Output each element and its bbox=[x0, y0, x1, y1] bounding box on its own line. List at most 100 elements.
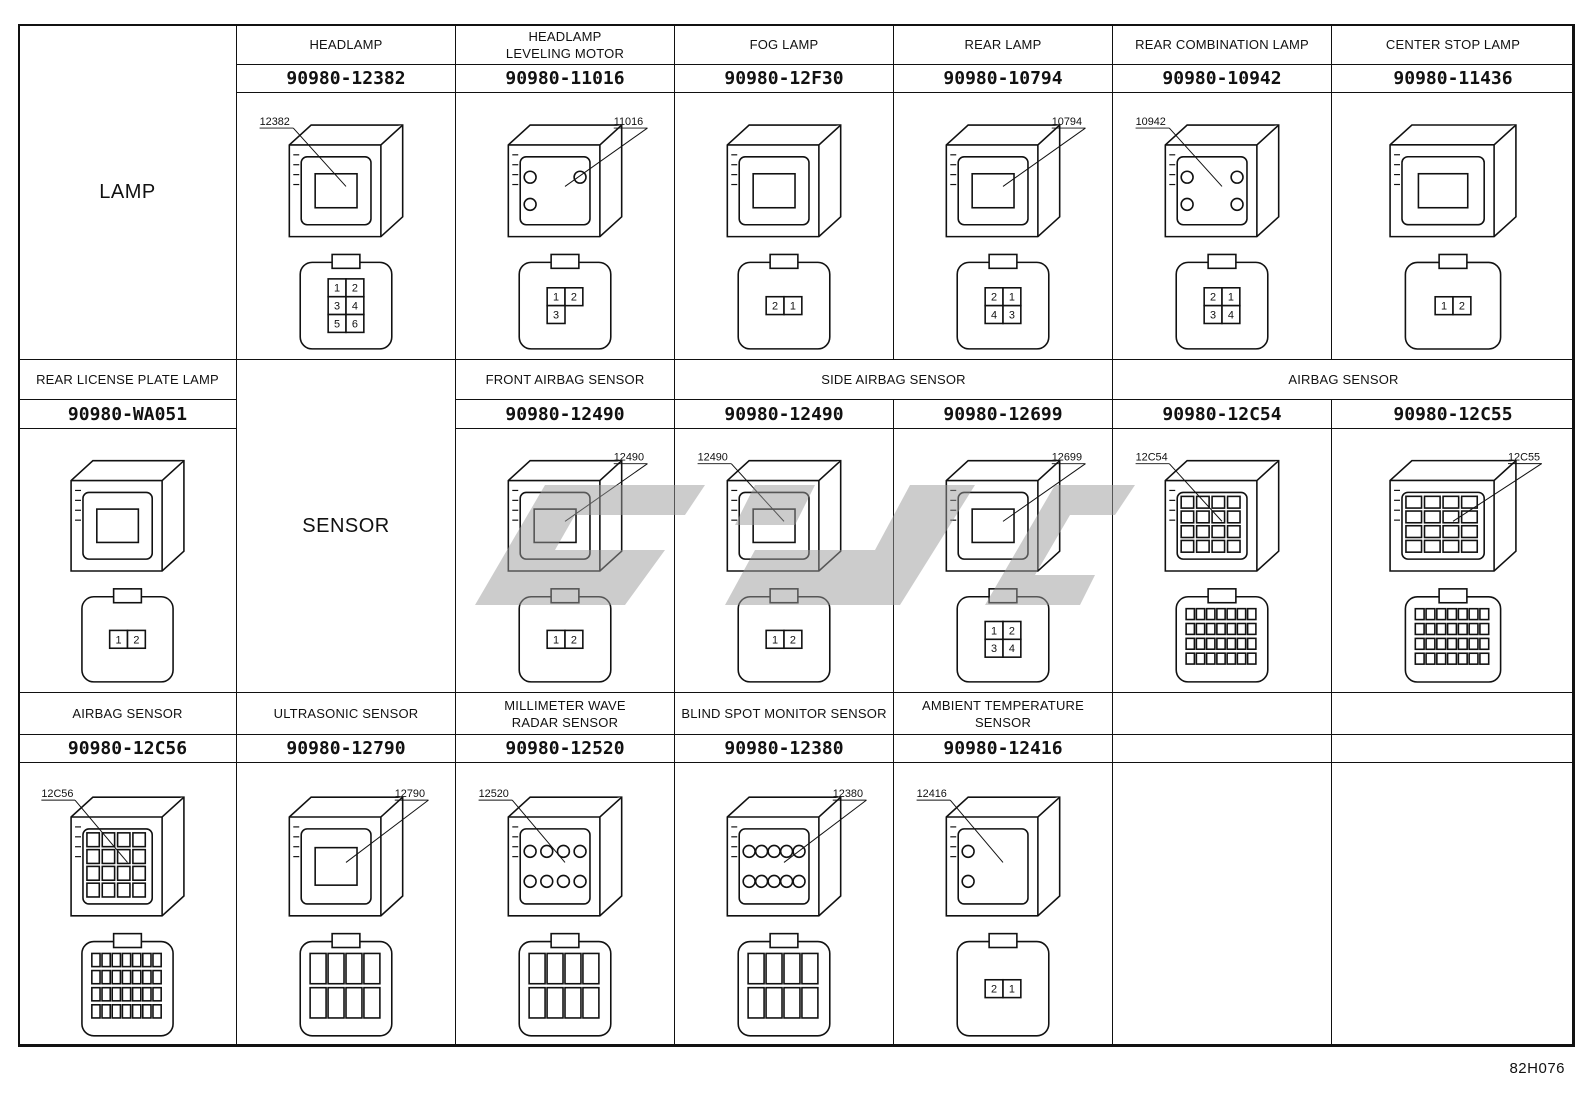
empty-cell bbox=[1112, 692, 1332, 735]
connector-illustration: 12C56 bbox=[18, 762, 237, 1047]
svg-text:12382: 12382 bbox=[260, 116, 290, 128]
part-number: 90980-12380 bbox=[674, 734, 894, 763]
connector-title: MILLIMETER WAVE RADAR SENSOR bbox=[455, 692, 675, 735]
pin-number: 1 bbox=[1228, 292, 1234, 304]
pin-number: 2 bbox=[790, 634, 796, 646]
connector-body-sketch bbox=[1389, 124, 1517, 238]
connector-body-sketch bbox=[70, 459, 185, 572]
part-number: 90980-WA051 bbox=[18, 399, 237, 429]
connector-title: AIRBAG SENSOR bbox=[18, 692, 237, 735]
terminal-face-view bbox=[299, 932, 393, 1037]
part-callout: 11016 bbox=[564, 116, 648, 187]
connector-title: HEADLAMP LEVELING MOTOR bbox=[455, 24, 675, 65]
part-number: 90980-12520 bbox=[455, 734, 675, 763]
part-callout: 12C54 bbox=[1135, 452, 1223, 522]
part-callout: 12380 bbox=[783, 788, 867, 863]
svg-text:12699: 12699 bbox=[1052, 452, 1082, 464]
svg-text:12416: 12416 bbox=[917, 788, 947, 800]
part-callout: 12416 bbox=[917, 788, 1004, 863]
terminal-face-view bbox=[1175, 588, 1269, 683]
connector-body-sketch bbox=[507, 796, 623, 917]
part-number: 90980-11436 bbox=[1331, 64, 1575, 93]
part-number: 90980-12490 bbox=[455, 399, 675, 429]
svg-text:12C54: 12C54 bbox=[1136, 452, 1168, 464]
pin-number: 1 bbox=[1009, 292, 1015, 304]
pin-number: 1 bbox=[334, 283, 340, 295]
connector-title: BLIND SPOT MONITOR SENSOR bbox=[674, 692, 894, 735]
svg-text:11016: 11016 bbox=[614, 116, 643, 128]
connector-body-sketch bbox=[507, 124, 623, 238]
pin-number: 3 bbox=[553, 310, 559, 322]
pin-number: 3 bbox=[334, 301, 340, 313]
part-callout: 12382 bbox=[260, 116, 347, 187]
svg-text:12C56: 12C56 bbox=[41, 788, 73, 800]
part-number: 90980-12382 bbox=[236, 64, 456, 93]
part-number: 90980-12C54 bbox=[1112, 399, 1332, 429]
empty-cell bbox=[1331, 734, 1575, 763]
svg-text:10942: 10942 bbox=[1136, 116, 1166, 128]
part-number: 90980-12416 bbox=[893, 734, 1113, 763]
pin-number: 3 bbox=[991, 643, 997, 655]
part-number: 90980-12490 bbox=[674, 399, 894, 429]
pin-number: 2 bbox=[1459, 301, 1465, 313]
terminal-face-view bbox=[518, 932, 612, 1037]
pin-number: 2 bbox=[1210, 292, 1216, 304]
part-number: 90980-12790 bbox=[236, 734, 456, 763]
pin-number: 1 bbox=[1009, 984, 1015, 996]
part-number: 90980-10794 bbox=[893, 64, 1113, 93]
svg-text:12490: 12490 bbox=[614, 452, 644, 464]
part-number: 90980-11016 bbox=[455, 64, 675, 93]
connector-title: REAR COMBINATION LAMP bbox=[1112, 24, 1332, 65]
svg-text:10794: 10794 bbox=[1052, 116, 1082, 128]
part-callout: 12520 bbox=[479, 788, 566, 863]
connector-illustration: 12C55 bbox=[1331, 428, 1575, 693]
terminal-face-view bbox=[1404, 588, 1502, 683]
part-number: 90980-12699 bbox=[893, 399, 1113, 429]
pin-number: 4 bbox=[352, 301, 358, 313]
part-callout: 12C56 bbox=[41, 788, 128, 863]
group-header: AIRBAG SENSOR bbox=[1112, 359, 1575, 400]
connector-drawing: 12380 bbox=[726, 788, 867, 1037]
pin-number: 2 bbox=[571, 634, 577, 646]
part-number: 90980-10942 bbox=[1112, 64, 1332, 93]
connector-drawing: 12790 bbox=[288, 788, 429, 1037]
svg-text:12490: 12490 bbox=[698, 452, 728, 464]
pin-number: 1 bbox=[790, 301, 796, 313]
svg-text:12520: 12520 bbox=[479, 788, 509, 800]
connector-body-sketch bbox=[1164, 124, 1280, 238]
empty-cell bbox=[1112, 734, 1332, 763]
connector-drawing: 12C55 bbox=[1389, 452, 1542, 683]
connector-illustration: 12C54 bbox=[1112, 428, 1332, 693]
group-header: FRONT AIRBAG SENSOR bbox=[455, 359, 675, 400]
connector-body-sketch bbox=[70, 796, 185, 917]
terminal-face-view bbox=[81, 932, 174, 1037]
connector-body-sketch bbox=[945, 124, 1061, 238]
part-callout: 12790 bbox=[345, 788, 429, 863]
svg-text:12380: 12380 bbox=[833, 788, 863, 800]
connector-illustration: 12520 bbox=[455, 762, 675, 1047]
pin-number: 1 bbox=[553, 634, 559, 646]
connector-title: ULTRASONIC SENSOR bbox=[236, 692, 456, 735]
pin-number: 2 bbox=[352, 283, 358, 295]
connector-title: REAR LICENSE PLATE LAMP bbox=[18, 359, 237, 400]
terminal-face-view bbox=[737, 932, 831, 1037]
connector-title: HEADLAMP bbox=[236, 24, 456, 65]
